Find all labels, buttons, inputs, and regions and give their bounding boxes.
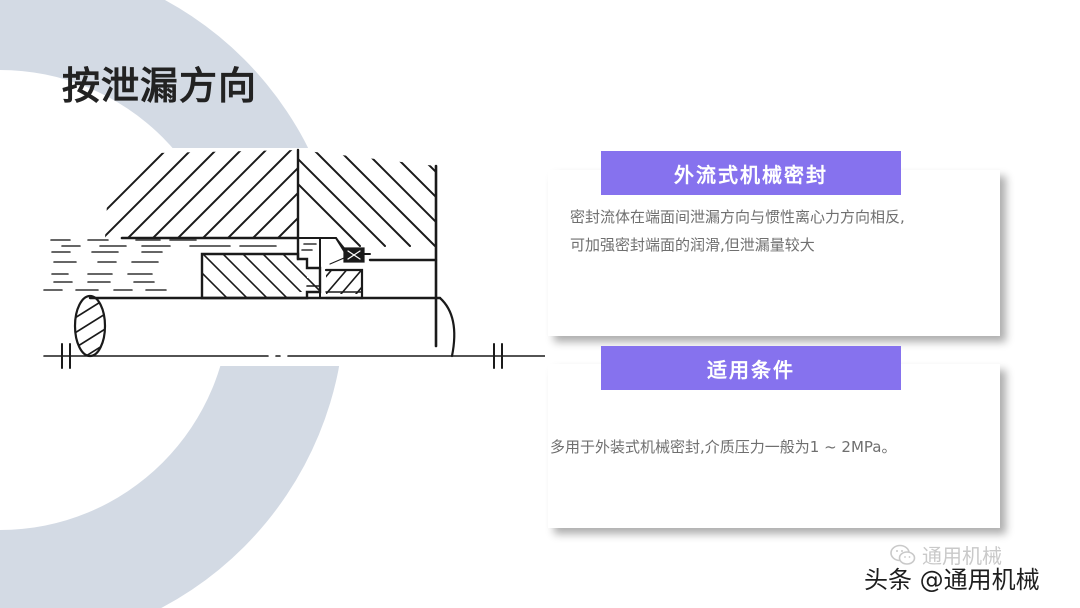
info-card-conditions <box>548 364 1000 528</box>
seal-diagram <box>43 148 545 369</box>
watermark-faint-text: 通用机械 <box>922 544 1002 568</box>
card-body-line: 多用于外装式机械密封,介质压力一般为1 ~ 2MPa。 <box>550 438 897 456</box>
card-header-outflow-seal: 外流式机械密封 <box>601 151 901 195</box>
watermark-toutiao: 头条 @通用机械 <box>864 566 1040 594</box>
card-body-line: 可加强密封端面的润滑,但泄漏量较大 <box>570 236 815 254</box>
wechat-icon <box>890 544 916 565</box>
info-card-outflow <box>548 170 1000 336</box>
card-body-outflow-seal: 密封流体在端面间泄漏方向与惯性离心力方向相反, 可加强密封端面的润滑,但泄漏量较… <box>570 203 990 259</box>
card-body-line: 密封流体在端面间泄漏方向与惯性离心力方向相反, <box>570 208 905 226</box>
page-title: 按泄漏方向 <box>62 64 258 108</box>
card-body-conditions: 多用于外装式机械密封,介质压力一般为1 ~ 2MPa。 <box>550 433 990 461</box>
watermark-wechat: 通用机械 <box>890 540 1002 569</box>
card-header-conditions: 适用条件 <box>601 346 901 390</box>
